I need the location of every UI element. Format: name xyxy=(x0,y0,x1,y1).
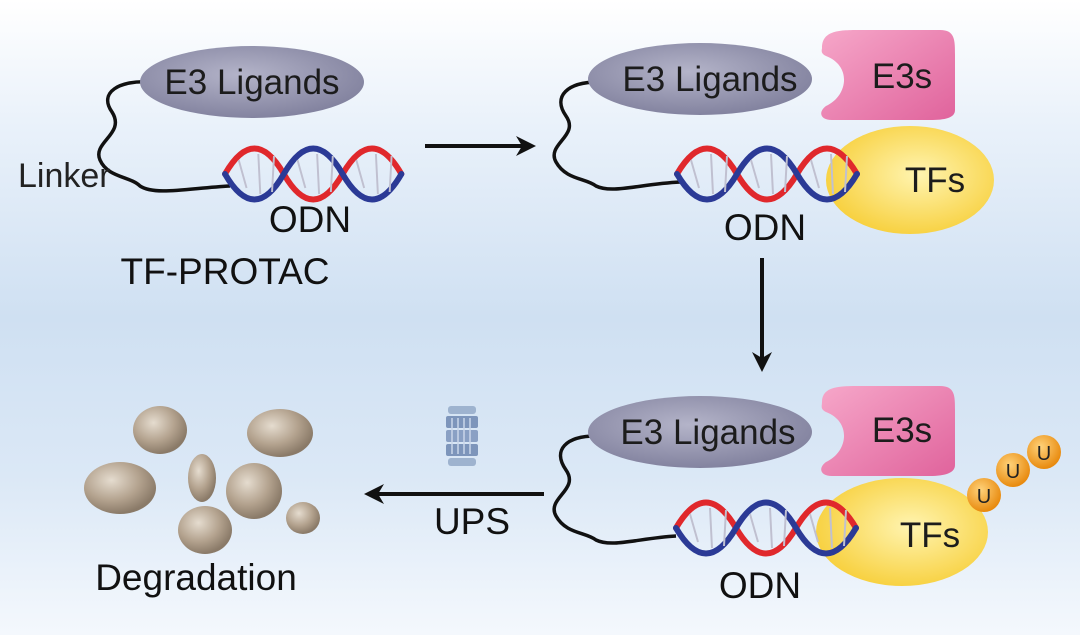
ubiquitin-label-1: U xyxy=(977,486,991,508)
ubiquitin-label-2: U xyxy=(1006,461,1020,483)
degradation-label: Degradation xyxy=(95,557,297,598)
fragment-3 xyxy=(84,462,156,514)
fragment-4 xyxy=(188,454,216,502)
stage2-odn-label: ODN xyxy=(724,207,806,248)
stage2-e3-label: E3s xyxy=(872,57,932,96)
stage3-odn-label: ODN xyxy=(719,565,801,606)
stage3-e3-ligand-ellipse xyxy=(588,396,812,468)
stage1-tf-protac: E3 Ligands Linker ODN TF-PROTAC xyxy=(18,46,401,292)
stage1-ligand-label: E3 Ligands xyxy=(164,63,339,102)
fragment-7 xyxy=(286,502,320,534)
stage3-ubiquitin-chain: U U U xyxy=(967,435,1061,512)
fragment-5 xyxy=(226,463,282,519)
stage3-linker-curve xyxy=(552,434,677,545)
stage2-e3-ligand-ellipse xyxy=(588,43,812,115)
stage3-ubiquitination: E3s TFs U U U E3 Ligands ODN xyxy=(552,386,1061,606)
stage1-e3-ligand-ellipse xyxy=(140,46,364,118)
ubiquitin-2 xyxy=(996,453,1030,487)
ubiquitin-label-3: U xyxy=(1037,443,1051,465)
fragment-1 xyxy=(133,406,187,454)
ubiquitin-1 xyxy=(967,478,1001,512)
stage1-linker-curve xyxy=(97,80,231,193)
stage1-linker-label: Linker xyxy=(18,157,111,195)
stage2-tf-shape xyxy=(826,126,994,234)
stage3-tf-shape xyxy=(816,478,988,586)
stage2-ternary-complex: E3s TFs E3 Ligands ODN xyxy=(552,30,994,248)
stage3-e3-ligase-shape xyxy=(821,386,955,476)
ups-label: UPS xyxy=(434,501,510,542)
stage1-odn-helix xyxy=(225,149,401,200)
ubiquitin-3 xyxy=(1027,435,1061,469)
stage2-ligand-label: E3 Ligands xyxy=(622,60,797,99)
stage1-name-label: TF-PROTAC xyxy=(121,251,330,292)
stage2-e3-ligase-shape xyxy=(821,30,955,120)
fragment-6 xyxy=(178,506,232,554)
stage3-e3-label: E3s xyxy=(872,411,932,450)
proteasome-icon xyxy=(446,406,478,466)
stage2-linker-curve xyxy=(552,80,681,191)
degradation-fragments xyxy=(84,406,320,554)
stage1-odn-label: ODN xyxy=(269,199,351,240)
stage3-ligand-label: E3 Ligands xyxy=(620,413,795,452)
fragment-2 xyxy=(247,409,313,457)
stage2-tf-label: TFs xyxy=(905,161,965,200)
stage3-tf-label: TFs xyxy=(900,516,960,555)
